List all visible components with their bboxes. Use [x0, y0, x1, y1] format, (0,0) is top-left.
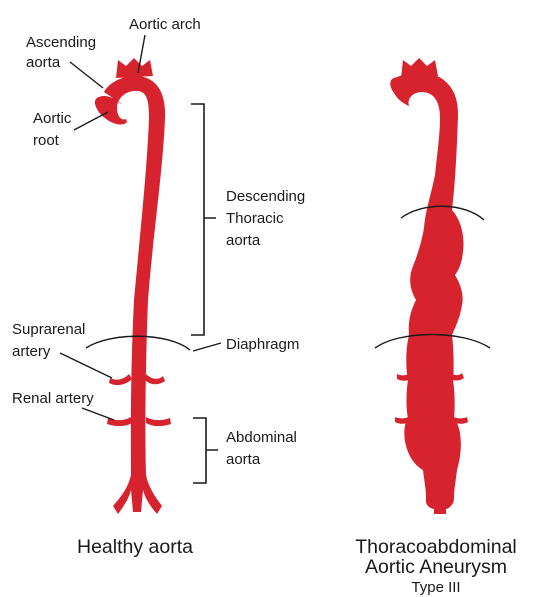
label-descending-thoracic-aorta-line1: Descending — [226, 188, 305, 205]
brackets — [191, 104, 218, 483]
label-suprarenal-artery-line2: artery — [12, 343, 51, 360]
caption-aneurysm-type: Type III — [411, 579, 460, 596]
caption-aneurysm-line1: Thoracoabdominal — [355, 536, 517, 558]
bracket-descending-thoracic — [191, 104, 216, 335]
bracket-abdominal — [193, 418, 218, 483]
leader-ascending-aorta — [70, 62, 103, 88]
label-descending-thoracic-aorta-line3: aorta — [226, 232, 261, 249]
label-diaphragm: Diaphragm — [226, 336, 299, 353]
aneurysm-aorta-body — [390, 72, 463, 514]
caption-aneurysm-line2: Aortic Aneurysm — [365, 556, 507, 578]
label-renal-artery: Renal artery — [12, 390, 94, 407]
aneurysm-aorta-illustration — [390, 58, 468, 514]
label-ascending-aorta-line2: aorta — [26, 54, 61, 71]
healthy-aorta-body — [95, 76, 165, 514]
arch-branch-bumps — [116, 58, 153, 78]
label-ascending-aorta-line1: Ascending — [26, 34, 96, 51]
label-abdominal-aorta-line2: aorta — [226, 451, 261, 468]
leader-suprarenal-artery — [60, 353, 112, 378]
label-aortic-root-line1: Aortic — [33, 110, 72, 127]
label-abdominal-aorta-line1: Abdominal — [226, 429, 297, 446]
leader-diaphragm — [193, 343, 221, 351]
leader-aortic-root — [74, 112, 108, 130]
label-aortic-root-line2: root — [33, 132, 60, 149]
label-descending-thoracic-aorta-line2: Thoracic — [226, 210, 284, 227]
label-aortic-arch: Aortic arch — [129, 16, 201, 33]
renal-branch-right — [146, 417, 171, 426]
suprarenal-branch-right — [145, 374, 165, 384]
suprarenal-branch-left — [109, 374, 132, 385]
leader-renal-artery — [82, 408, 114, 420]
label-suprarenal-artery-line1: Suprarenal — [12, 321, 85, 338]
healthy-aorta-illustration — [95, 58, 171, 514]
caption-healthy-aorta: Healthy aorta — [77, 536, 193, 558]
